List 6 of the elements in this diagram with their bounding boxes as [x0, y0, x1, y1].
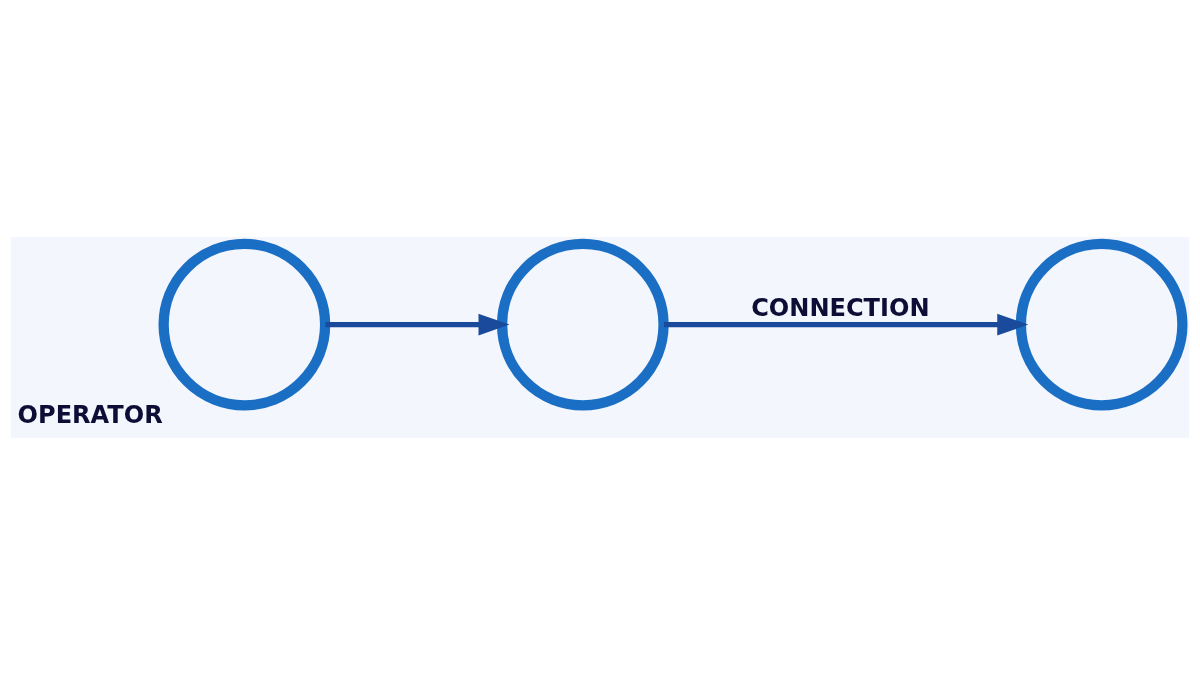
edge-label: CONNECTION: [751, 294, 930, 323]
node-circle: [1015, 238, 1188, 411]
node-circle: [496, 238, 669, 411]
arrow: [663, 313, 1029, 336]
node-label: OPERATOR: [17, 400, 163, 429]
arrow: [325, 313, 510, 336]
